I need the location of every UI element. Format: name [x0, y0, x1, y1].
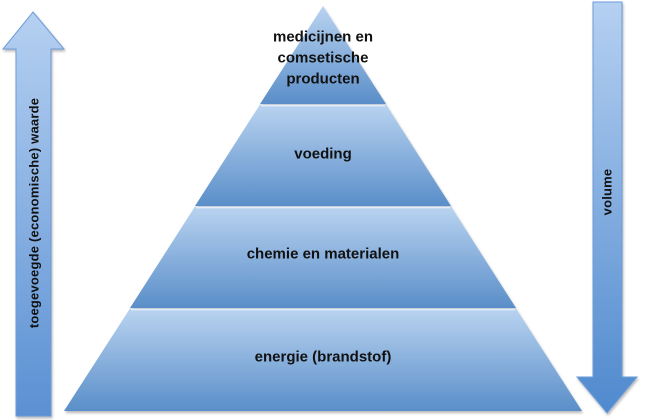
down-arrow-icon: [575, 1, 639, 414]
pyramid-level-2-label: voeding: [294, 145, 352, 163]
volume-axis-label: volume: [599, 168, 615, 216]
pyramid-level-1-label: medicijnen en comsetische producten: [272, 28, 374, 88]
pyramid-level-4-shape: [64, 308, 582, 411]
up-arrow-icon: [1, 11, 66, 417]
pyramid-level-2-shape: [195, 104, 451, 206]
pyramid-shape: [64, 6, 582, 411]
pyramid-level-3-shape: [130, 206, 516, 308]
value-axis-label: toegevoegde (economische) waarde: [26, 97, 42, 329]
pyramid-level-1-shape: [260, 6, 386, 104]
pyramid-level-4-label: energie (brandstof): [254, 348, 392, 366]
pyramid-level-3-label: chemie en materialen: [246, 245, 400, 263]
